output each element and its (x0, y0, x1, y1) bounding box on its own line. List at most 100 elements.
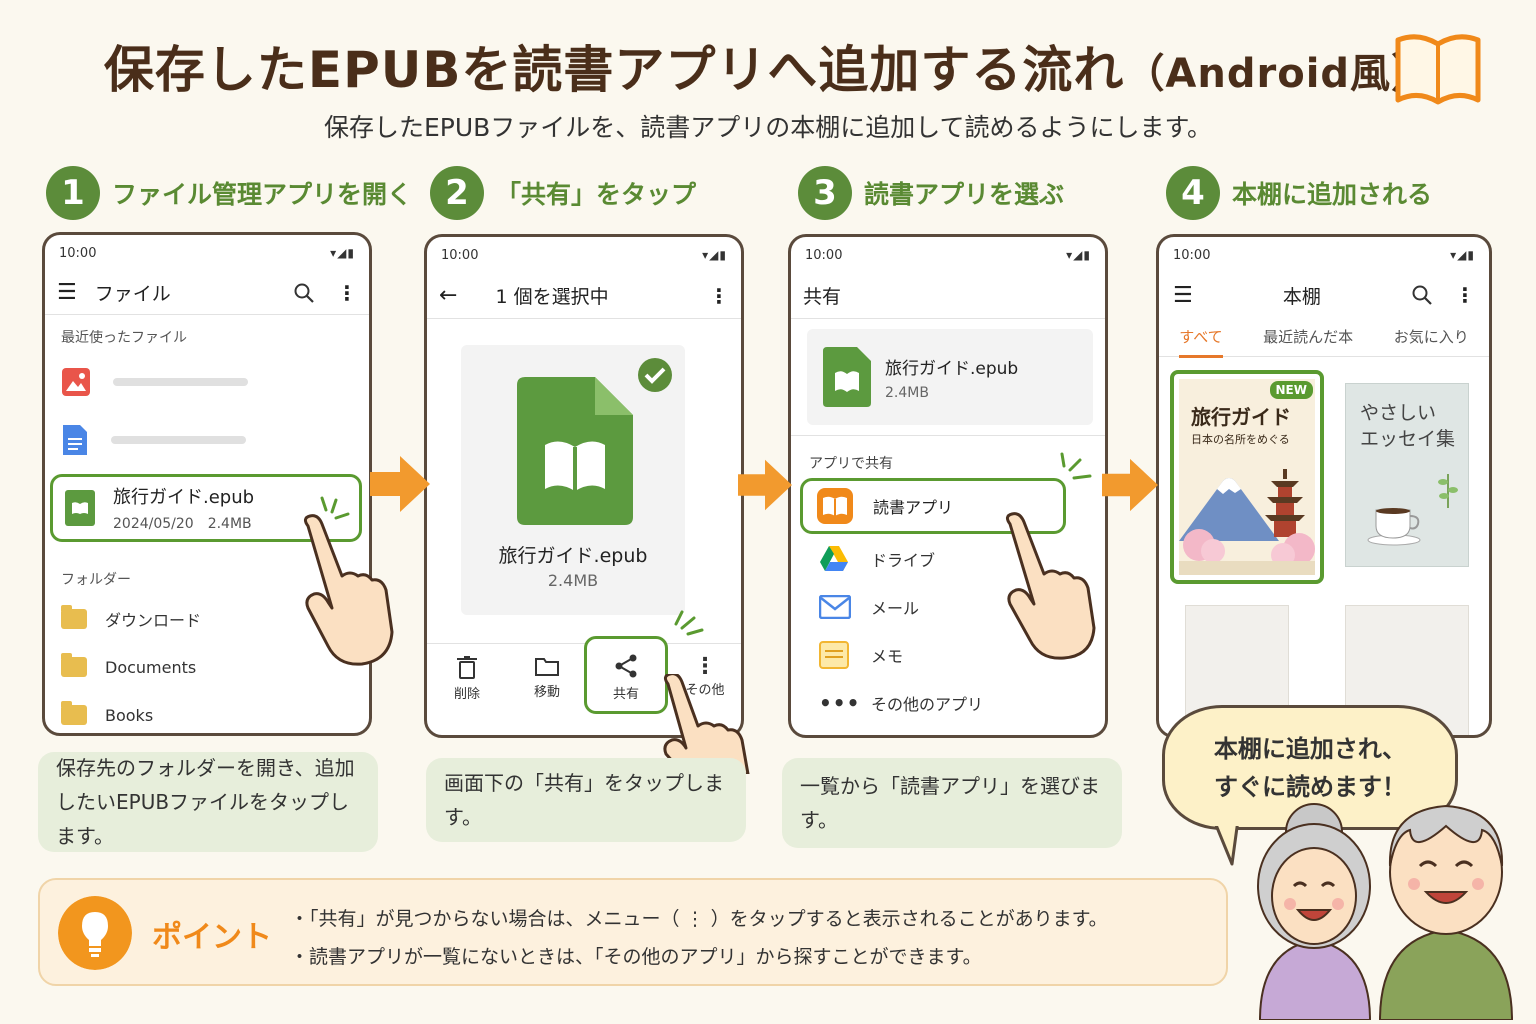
placeholder-bar (111, 436, 246, 444)
signal-icon: ▾◢▮ (702, 248, 727, 262)
step-1-header: 1 ファイル管理アプリを開く (46, 166, 412, 220)
tapping-hand-icon (303, 514, 394, 666)
epub-file-icon (823, 347, 871, 407)
speech-tail (1212, 820, 1242, 866)
epub-file-icon (517, 377, 633, 525)
file-name: 旅行ガイド.epub (113, 487, 255, 508)
folder-icon (61, 605, 87, 629)
more-vert-icon[interactable]: ⋮ (709, 283, 729, 308)
app-item-mail[interactable]: メール (803, 583, 1093, 631)
app-title: 本棚 (1282, 285, 1321, 308)
coffee-cup-icon (1367, 508, 1421, 546)
app-bar: 共有 (791, 273, 1105, 319)
step-1-description: 保存先のフォルダーを開き、追加 したいEPUBファイルをタップします。 (38, 752, 378, 852)
phone-bookshelf: 10:00▾◢▮ ☰ 本棚 ⋮ すべて 最近読んだ本 お気に入り やさしいエッセ… (1156, 234, 1492, 738)
elderly-couple-illustration (1257, 803, 1514, 1020)
tapping-hand-icon (663, 674, 750, 774)
doc-file-icon (63, 425, 87, 455)
shared-file-card: 旅行ガイド.epub 2.4MB (807, 329, 1093, 425)
leaf-icon (1438, 474, 1458, 508)
tapping-hand-icon (1005, 512, 1096, 660)
move-button[interactable]: 移動 (521, 655, 573, 700)
epub-file-row[interactable]: 旅行ガイド.epub 2024/05/20 2.4MB (50, 474, 362, 542)
tip-line: ・読書アプリが一覧にないときは、「その他のアプリ」から探すことができます。 (290, 946, 982, 968)
step-3-description: 一覧から「読書アプリ」を選びます。 (782, 758, 1122, 848)
trash-icon (457, 656, 477, 679)
delete-button[interactable]: 削除 (441, 655, 493, 702)
arrow-right-icon (1102, 458, 1158, 512)
folder-icon (61, 653, 87, 677)
selected-file-card[interactable]: 旅行ガイド.epub 2.4MB (461, 345, 685, 615)
tab-recent[interactable]: 最近読んだ本 (1263, 328, 1354, 346)
file-size: 2.4MB (547, 571, 599, 590)
tap-burst-icon (674, 610, 704, 636)
app-bar: ☰ 本棚 ⋮ (1159, 273, 1489, 317)
status-bar: 10:00▾◢▮ (1173, 247, 1475, 263)
phone-selection: 10:00▾◢▮ ← 1 個を選択中 ⋮ 旅行ガイド.epub 2.4MB 削除… (424, 234, 744, 738)
list-item[interactable] (45, 411, 369, 469)
signal-icon: ▾◢▮ (330, 246, 355, 260)
book-travel-guide[interactable]: 旅行ガイド 日本の名所をめぐる NEW (1170, 370, 1324, 584)
more-vert-icon[interactable]: ⋮ (337, 280, 357, 305)
app-title: 1 個を選択中 (495, 286, 609, 308)
memo-icon (819, 641, 849, 669)
status-bar: 10:00▾◢▮ (441, 247, 727, 263)
tip-box (38, 878, 1228, 986)
tap-burst-icon (320, 496, 350, 520)
more-button[interactable]: ⋮ その他 (679, 655, 731, 699)
lightbulb-icon (58, 896, 132, 970)
share-icon (615, 654, 637, 678)
file-meta: 2024/05/20 2.4MB (113, 516, 252, 532)
list-item[interactable] (45, 353, 369, 411)
step-label: ファイル管理アプリを開く (112, 180, 413, 209)
arrow-right-icon (370, 456, 430, 512)
search-icon[interactable] (293, 282, 315, 304)
share-apps-label: アプリで共有 (809, 456, 893, 472)
app-item-drive[interactable]: ドライブ (803, 535, 1093, 583)
folder-item-books[interactable]: Books (45, 691, 369, 733)
tab-favorites[interactable]: お気に入り (1393, 328, 1469, 346)
book-essay[interactable]: やさしいエッセイ集 (1345, 383, 1469, 567)
step-4-header: 4 本棚に追加される (1166, 166, 1432, 220)
step-number: 1 (46, 166, 100, 220)
reading-app-icon (817, 488, 853, 524)
new-badge: NEW (1269, 381, 1313, 399)
placeholder-bar (113, 378, 248, 386)
folder-item-documents[interactable]: Documents (45, 643, 369, 691)
share-button[interactable]: 共有 (584, 636, 668, 714)
search-icon[interactable] (1411, 284, 1433, 306)
speech-bubble: 本棚に追加され、 すぐに読めます！ (1162, 705, 1458, 830)
step-number: 4 (1166, 166, 1220, 220)
menu-icon[interactable]: ☰ (57, 280, 77, 305)
file-size: 2.4MB (885, 384, 929, 401)
step-2-description: 画面下の「共有」をタップします。 (426, 758, 746, 842)
file-name: 旅行ガイド.epub (885, 358, 1019, 379)
app-bar: ← 1 個を選択中 ⋮ (427, 273, 741, 319)
arrow-right-icon (738, 459, 792, 511)
step-label: 本棚に追加される (1232, 180, 1433, 209)
step-label: 読書アプリを選ぶ (864, 180, 1065, 209)
app-bar: ☰ ファイル ⋮ (45, 271, 369, 315)
menu-icon[interactable]: ☰ (1173, 282, 1193, 308)
back-arrow-icon[interactable]: ← (439, 283, 458, 308)
step-label: 「共有」をタップ (496, 180, 697, 209)
recent-files-label: 最近使ったファイル (61, 330, 187, 346)
epub-file-icon (65, 490, 95, 526)
app-item-memo[interactable]: メモ (803, 631, 1093, 679)
more-vert-icon[interactable]: ⋮ (1455, 283, 1475, 307)
tip-title: ポイント (152, 920, 272, 955)
drive-icon (820, 546, 848, 571)
tab-all[interactable]: すべて (1179, 326, 1223, 358)
app-item-other[interactable]: ••• その他のアプリ (819, 691, 984, 715)
status-bar: 10:00▾◢▮ (59, 245, 355, 261)
folder-item-download[interactable]: ダウンロード (45, 595, 369, 643)
tip-line: ・「共有」が見つからない場合は、メニュー（ ⋮ ）をタップすると表示されることが… (290, 908, 1108, 930)
page-title: 保存したEPUBを読書アプリへ追加する流れ（Android風） (103, 41, 1433, 99)
folder-icon (61, 701, 87, 725)
signal-icon: ▾◢▮ (1066, 248, 1091, 262)
signal-icon: ▾◢▮ (1450, 248, 1475, 262)
step-2-header: 2 「共有」をタップ (430, 166, 696, 220)
image-file-icon (62, 368, 90, 396)
mt-fuji-illustration (1179, 469, 1315, 575)
app-title: ファイル (94, 283, 171, 305)
